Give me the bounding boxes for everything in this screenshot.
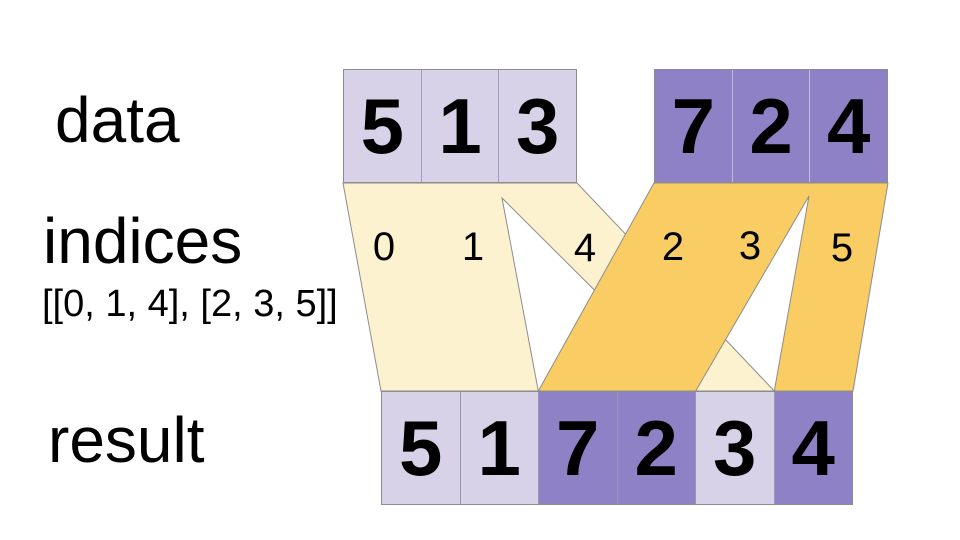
index-label: 3 [738, 224, 762, 268]
index-label: 2 [661, 225, 685, 269]
data-cell: 5 [344, 70, 421, 182]
data-cell: 7 [655, 70, 732, 182]
indices-value-label: [[0, 1, 4], [2, 3, 5]] [42, 283, 338, 325]
result-cell: 1 [459, 392, 538, 504]
index-label: 5 [830, 226, 854, 270]
data-cell: 3 [498, 70, 577, 182]
data-cell: 2 [731, 70, 810, 182]
data-cell: 4 [809, 70, 888, 182]
data-cells-group-1: 5 1 3 [343, 69, 577, 183]
result-cell: 3 [695, 392, 774, 504]
result-cells-row: 5 1 7 2 3 4 [381, 391, 853, 505]
indices-label: indices [43, 205, 243, 277]
result-cell: 4 [773, 392, 852, 504]
result-label: result [48, 404, 205, 476]
data-cells-group-2: 7 2 4 [654, 69, 888, 183]
result-cell: 7 [538, 392, 617, 504]
result-cell: 5 [382, 392, 460, 504]
index-label: 4 [573, 226, 597, 270]
data-label: data [55, 84, 180, 156]
index-label: 1 [461, 225, 485, 269]
index-label: 0 [372, 225, 396, 269]
result-cell: 2 [616, 392, 695, 504]
data-cell: 1 [420, 70, 499, 182]
